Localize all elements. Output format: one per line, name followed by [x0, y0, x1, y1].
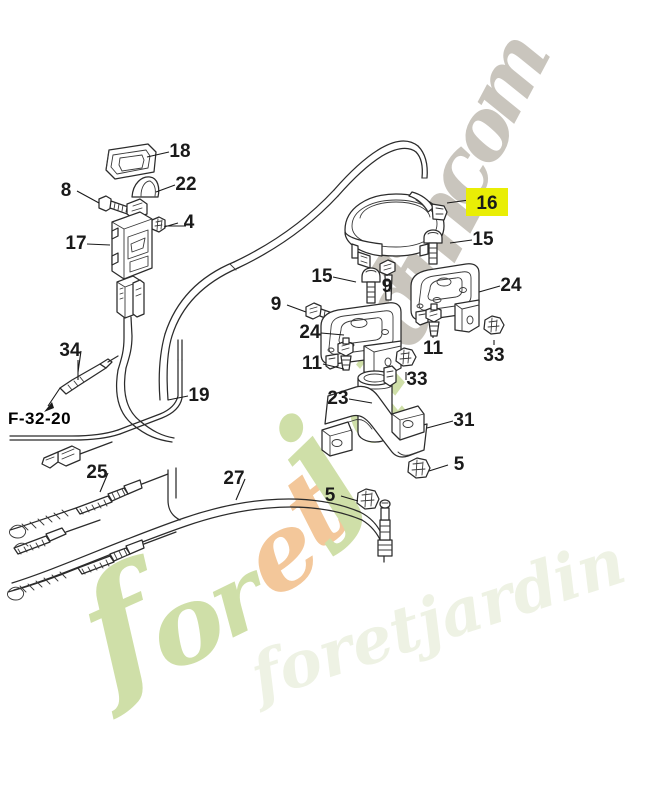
callout-number-9-15: 9	[382, 276, 393, 297]
callout-leader-line	[332, 276, 357, 283]
part-17-switch-assembly	[111, 198, 153, 371]
callout-number-33-19: 33	[406, 369, 427, 390]
callout-leader-line	[163, 222, 179, 228]
watermark-echo: foretjardin	[238, 524, 634, 717]
part-11-stud-right	[425, 303, 442, 337]
watermark-layer: f o r e t j a r d i n c o m foretjardin	[45, 16, 634, 727]
part-5-nut-upper	[407, 457, 431, 479]
part-highlight-label: 16	[476, 193, 497, 214]
part-33-nut-middle	[395, 347, 417, 367]
part-5-nut-lower	[356, 488, 380, 510]
callout-number-4-3: 4	[184, 212, 195, 233]
callout-leader-line	[86, 243, 111, 246]
part-24-bracket-right	[410, 263, 480, 333]
callout-leader-line	[340, 495, 359, 502]
callout-number-27-8: 27	[223, 468, 244, 489]
callout-leader-line	[478, 285, 501, 293]
part-31-mounting-strap	[321, 385, 428, 458]
harness-connector-lines	[167, 339, 183, 521]
callout-leader-line	[428, 464, 449, 472]
callout-layer: 18 22 8 4 17 34 19 25 27 15 15 9 24 24 9 11 11 33 33 23 31 5 5	[59, 141, 522, 506]
part-24-bracket-left	[320, 302, 402, 376]
callout-leader-line	[99, 472, 109, 493]
part-9-screw-upper	[379, 259, 396, 301]
part-15-bolt-right	[423, 229, 443, 265]
part-18-grommet-plate	[105, 143, 157, 180]
part-19-wire-harness	[115, 140, 428, 443]
callout-number-34-5: 34	[59, 340, 81, 361]
watermark-foretjardin-2: o	[131, 553, 242, 696]
part-15-bolt-middle	[361, 267, 381, 304]
part-11-stud-left	[337, 337, 354, 371]
callout-leader-line	[446, 199, 470, 204]
part-34-terminal-pin	[44, 355, 119, 412]
callout-leader-line	[322, 363, 345, 370]
part-16-tank-housing	[344, 191, 448, 269]
callout-number-8-2: 8	[61, 180, 72, 201]
callout-number-15-10: 15	[472, 229, 494, 250]
callout-number-5-22: 5	[454, 454, 465, 475]
watermark-dotcom-3: m	[445, 16, 570, 138]
callout-number-17-4: 17	[65, 233, 86, 254]
callout-number-5-23: 5	[325, 485, 336, 506]
callout-number-24-14: 24	[299, 322, 321, 343]
callout-leader-line	[235, 478, 246, 501]
callout-number-15-11: 15	[311, 266, 333, 287]
callout-leader-line	[426, 420, 454, 429]
callout-number-18-0: 18	[169, 141, 190, 162]
callout-leader-line	[167, 395, 189, 401]
callout-number-22-1: 22	[175, 174, 196, 195]
callout-number-9-12: 9	[271, 294, 282, 315]
callout-leader-line	[286, 304, 307, 313]
callout-leader-line	[449, 239, 473, 244]
callout-number-11-16: 11	[423, 338, 444, 359]
callout-leader-line	[155, 184, 176, 193]
callout-number-19-6: 19	[188, 385, 209, 406]
watermark-foretjardin-4: e	[220, 482, 341, 621]
part-25-spring-cables	[7, 473, 177, 601]
reference-label-f-32-20: F-32-20	[8, 409, 71, 428]
part-22-cover-cap	[131, 176, 160, 198]
callout-leader-line	[320, 332, 345, 336]
part-4-nut	[151, 216, 186, 233]
callout-leader-line	[348, 398, 373, 404]
callout-leader-line	[76, 190, 100, 204]
callout-leader-line	[146, 151, 170, 158]
callout-number-25-7: 25	[86, 462, 108, 483]
callout-number-23-20: 23	[327, 388, 348, 409]
callout-number-31-21: 31	[453, 410, 475, 431]
part-highlight-box	[466, 188, 508, 216]
reference-line-group	[9, 359, 183, 469]
watermark-foretjardin-3: r	[189, 534, 290, 661]
part-27-control-cable	[11, 498, 393, 591]
watermark-dotcom-2: o	[426, 85, 536, 180]
callout-leader-line	[77, 350, 82, 373]
callout-number-33-18: 33	[483, 345, 504, 366]
part-33-nut-right	[483, 315, 505, 335]
callout-number-11-17: 11	[302, 353, 323, 374]
callout-number-24-13: 24	[500, 275, 522, 296]
